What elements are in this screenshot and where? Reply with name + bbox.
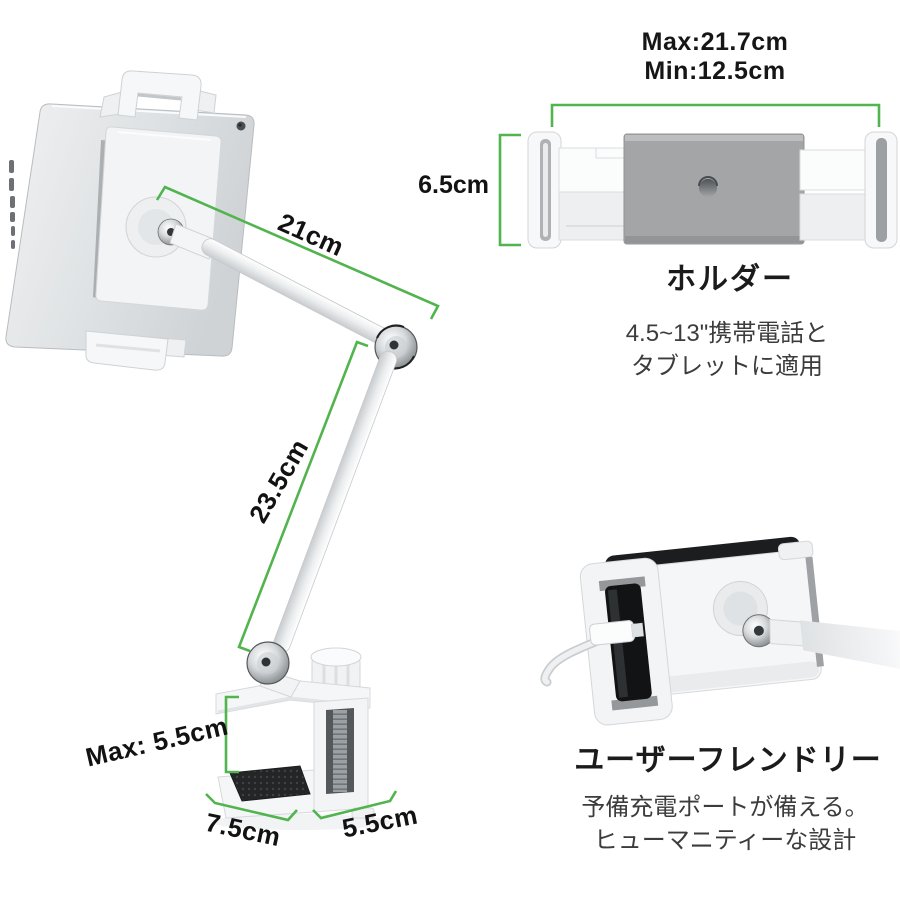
clamp-rubber-pad — [229, 765, 311, 802]
holder-center-hole — [699, 179, 717, 197]
user-friendly-section-description: 予備充電ポートが備える。 ヒューマニティーな設計 — [540, 791, 900, 857]
holder-left-rail — [558, 147, 628, 193]
holder-width-range-label: Max:21.7cm Min:12.5cm — [554, 28, 876, 86]
dimension-line-21cm — [155, 185, 440, 320]
phone-holder-illustration — [540, 536, 900, 726]
holder-right-rail — [799, 149, 869, 191]
holder-width-min-label: Min:12.5cm — [644, 57, 786, 85]
dimension-line-6-5cm — [498, 133, 521, 247]
tablet-side-buttons — [9, 160, 15, 249]
holder-description-line1: 4.5~13"携帯電話と — [625, 320, 829, 347]
phone-holder-right-tab — [777, 540, 814, 561]
user-friendly-section-title: ユーザーフレンドリー — [574, 744, 882, 777]
tablet-arm-stand-illustration — [5, 70, 418, 830]
usb-plug — [589, 620, 636, 646]
holder-section-title: ホルダー — [666, 263, 794, 296]
holder-description-line2: タブレットに適用 — [631, 353, 823, 380]
holder-width-max-label: Max:21.7cm — [641, 28, 789, 56]
clamp-base — [210, 647, 390, 830]
holder-height-label: 6.5cm — [418, 171, 489, 199]
holder-top-clamp — [99, 70, 217, 121]
dimension-line-clamp-max — [224, 695, 239, 774]
holder-top-view-illustration — [527, 131, 898, 249]
lower-joint — [246, 641, 290, 685]
clamp-screw — [333, 710, 347, 792]
holder-bottom-clamp — [85, 330, 187, 371]
dimension-line-23-5cm — [237, 340, 369, 653]
dimension-line-7-5cm — [205, 793, 298, 822]
phone-arm — [800, 620, 900, 673]
dimension-line-5-5cm — [312, 790, 398, 820]
user-friendly-description-line2: ヒューマニティーな設計 — [593, 827, 857, 854]
lower-arm — [272, 350, 398, 653]
dimension-line-width-max-min — [550, 103, 881, 127]
holder-section-description: 4.5~13"携帯電話と タブレットに適用 — [557, 317, 897, 383]
user-friendly-description-line1: 予備充電ポートが備える。 — [581, 794, 869, 821]
